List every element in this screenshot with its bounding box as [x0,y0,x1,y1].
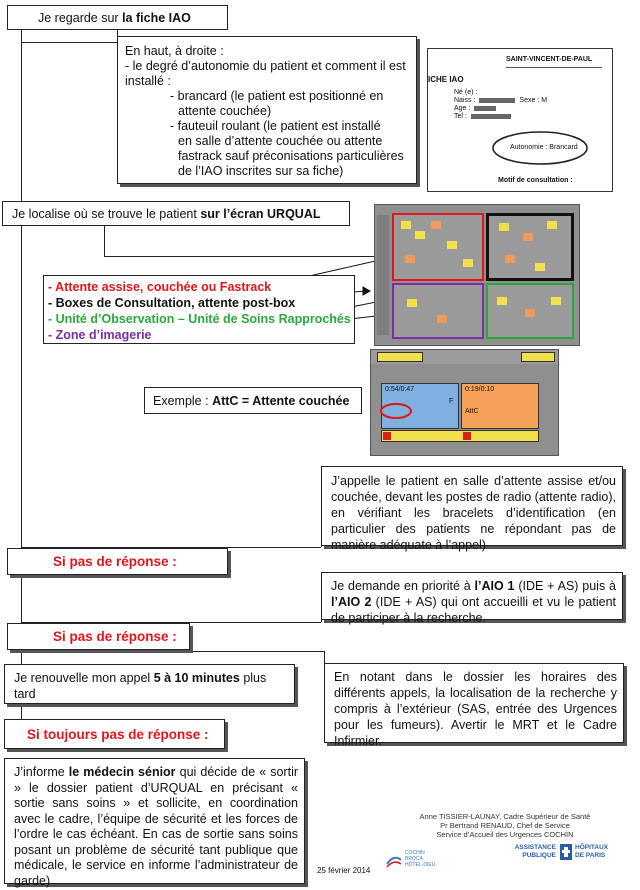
fiche-naiss: Naiss : [454,97,476,104]
legend-boxes: - Boxes de Consultation, attente post-bo… [48,296,296,310]
step-fiche-bold: la fiche IAO [122,11,191,25]
fiche-note-intro2: - le degré d’autonomie du patient et com… [125,59,406,88]
aphp-logo-icon [560,844,572,860]
step-fiche-iao: Je regarde sur la fiche IAO [7,5,228,30]
logo-aphp-l3: HÔPITAUX [575,844,609,851]
fiche-note-item1a: - brancard (le patient est positionné en [170,89,384,103]
call-patient-text: J’appelle le patient en salle d’attente … [331,474,616,552]
footer-line1: Anne TISSIER-LAUNAY, Cadre Supérieur de … [419,812,591,821]
note-text: En notant dans le dossier les horaires d… [334,670,617,748]
aio-b2: l’AIO 2 [331,595,372,609]
fiche-age: Age : [454,105,471,112]
fiche-ne: Né (e) : [454,89,478,96]
fiche-note-item1b: attente couchée) [178,104,272,118]
senior-b1: le médecin sénior [68,765,176,779]
connector [104,226,105,256]
step-urqual-prefix: Je localise où se trouve le patient [12,207,201,221]
aio-p2: (IDE + AS) puis à [514,579,616,593]
renew-b1: 5 à 10 minutes [153,671,240,685]
still-no-answer-text: Si toujours pas de réponse : [27,727,209,742]
fiche-note-item2c: fastrack sauf préconisations particulièr… [178,149,404,163]
fiche-iao-image: SAINT-VINCENT-DE-PAUL ICHE IAO Né (e) : … [427,48,613,192]
zoom-code2: AttC [465,408,479,415]
senior-doctor-box: J’informe le médecin sénior qui décide d… [4,758,305,888]
no-answer-1-text: Si pas de réponse : [53,554,177,569]
aio-p3: (IDE + AS) qui ont accueilli et vu le pa… [331,595,617,625]
no-answer-1: Si pas de réponse : [7,548,228,575]
example-bold: AttC = Attente couchée [212,394,350,408]
call-patient-box: J’appelle le patient en salle d’attente … [321,466,623,552]
logo-aphp-l2: PUBLIQUE [522,851,556,859]
fiche-tel: Tel : [454,113,467,120]
zone-imagerie [392,283,484,339]
logo-cochin: COCHIN BROCA HÔTEL-DIEU [385,842,445,878]
aio-p1: Je demande en priorité à [331,579,475,593]
no-answer-2-text: Si pas de réponse : [53,629,177,644]
zoom-time1: 0:54/0:47 [385,386,415,393]
connector [104,256,374,257]
zone-boxes [486,213,574,281]
logo-aphp-l4: DE PARIS [575,851,606,859]
renew-p2: plus tard [14,671,267,701]
legend-box: - Attente assise, couchée ou Fastrack - … [43,275,355,344]
step-fiche-prefix: Je regarde sur [38,11,123,25]
zoom-time2: 0:19/0:10 [465,386,495,393]
renew-call-box: Je renouvelle mon appel 5 à 10 minutes p… [4,664,295,704]
footer-line3: Service d’Accueil des Urgences COCHIN [436,830,574,839]
fiche-hospital: SAINT-VINCENT-DE-PAUL [506,56,593,63]
senior-p2: qui décide de « sortir » le dossier pati… [14,765,299,888]
step-urqual-bold: sur l’écran URQUAL [200,207,321,221]
connector [190,651,324,652]
step-urqual: Je localise où se trouve le patient sur … [2,201,350,226]
connector [21,28,22,728]
connector [324,651,325,663]
autonomie-circle [492,131,588,165]
footer-credits: Anne TISSIER-LAUNAY, Cadre Supérieur de … [410,812,600,839]
note-box: En notant dans le dossier les horaires d… [324,663,624,748]
connector [21,622,321,623]
aio-box: Je demande en priorité à l’AIO 1 (IDE + … [321,572,623,625]
fiche-note-item2a: - fauteuil roulant (le patient est insta… [170,119,381,133]
senior-p1: J’informe [14,765,69,779]
logo-aphp: ASSISTANCE PUBLIQUE HÔPITAUX DE PARIS [512,840,622,870]
example-box: Exemple : AttC = Attente couchée [144,387,362,414]
connector [117,28,118,42]
footer-line2: Pr Bertrand RENAUD, Chef de Service [440,821,570,830]
logo-cochin-l1: COCHIN [405,850,425,856]
fiche-autonomie: Autonomie : Brancard [510,144,578,151]
fiche-note: En haut, à droite : - le degré d’autonom… [117,36,417,184]
legend-attente: - Attente assise, couchée ou Fastrack [48,280,272,294]
fiche-sexe: Sexe : M [519,97,548,104]
connector [21,547,321,548]
fiche-note-item2d: de l’IAO inscrites sur sa fiche) [178,164,344,178]
renew-p1: Je renouvelle mon appel [14,671,154,685]
legend-imagerie: - Zone d’imagerie [48,328,152,342]
legend-observation: - Unité d’Observation – Unité de Soins R… [48,312,351,326]
example-prefix: Exemple : [153,394,213,408]
fiche-motif: Motif de consultation : [498,177,573,184]
fiche-note-intro1: En haut, à droite : [125,44,224,58]
footer-date: 25 février 2014 [317,866,371,875]
no-answer-2: Si pas de réponse : [7,623,190,650]
still-no-answer: Si toujours pas de réponse : [4,719,225,749]
logo-cochin-l3: HÔTEL-DIEU [405,862,436,868]
logo-cochin-l2: BROCA [405,856,423,862]
aio-b1: l’AIO 1 [474,579,515,593]
urqual-zoom-image: 0:54/0:47 0:19/0:10 F AttC [370,349,559,456]
fiche-note-item2b: en salle d’attente couchée ou attente [178,134,383,148]
logo-aphp-l1: ASSISTANCE [514,844,556,851]
cochin-logo-icon [386,856,402,868]
connector [21,42,117,43]
attc-highlight-circle [380,403,412,419]
urqual-screen-image [374,204,580,346]
fiche-header: ICHE IAO [428,75,464,84]
zoom-code1: F [449,398,454,405]
